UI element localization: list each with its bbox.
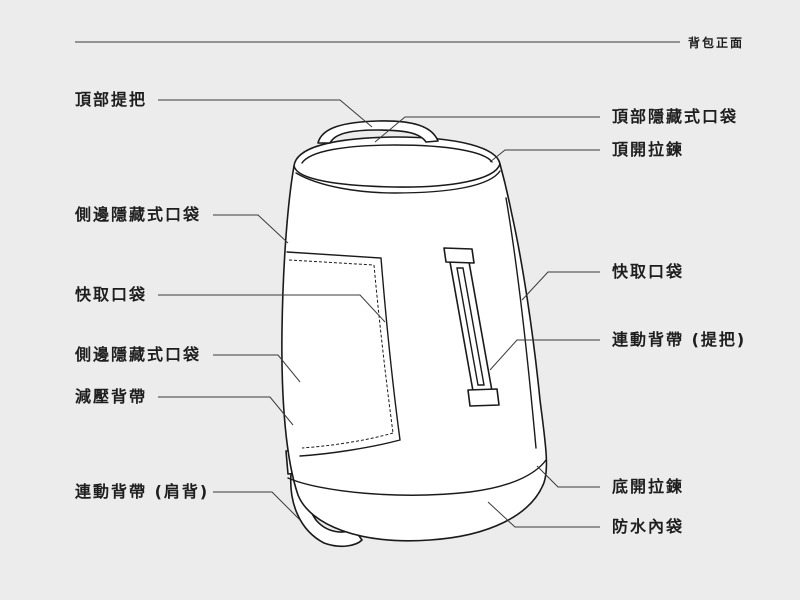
leader-carry-strap	[489, 339, 600, 371]
leader-top-handle	[158, 99, 373, 128]
leader-quick-pocket-left	[158, 294, 386, 323]
label-quick-pocket-left: 快取口袋	[75, 285, 148, 304]
quick-pocket-stitch-bottom	[301, 432, 394, 449]
leader-side-hidden-pocket-1	[213, 214, 289, 244]
leader-shoulder-strap	[213, 491, 301, 521]
label-waterproof-bag: 防水內袋	[612, 517, 685, 536]
label-quick-pocket-right: 快取口袋	[612, 262, 685, 281]
leader-waterproof-bag	[487, 501, 600, 528]
label-shoulder-strap: 連動背帶 (肩背)	[75, 482, 210, 501]
label-side-hidden-pocket-1: 側邊隱藏式口袋	[75, 205, 202, 224]
label-top-zipper: 頂開拉鍊	[612, 140, 685, 159]
label-bottom-zipper: 底開拉鍊	[612, 477, 685, 496]
carry-strap-top-tab	[443, 247, 475, 264]
bottom-zipper	[287, 459, 547, 496]
label-top-handle: 頂部提把	[75, 90, 148, 109]
carry-strap-slot	[456, 267, 485, 386]
backpack-body	[281, 163, 548, 542]
label-padded-strap: 減壓背帶	[75, 387, 148, 406]
top-cap-rim	[301, 144, 493, 164]
leader-bottom-zipper	[536, 465, 600, 488]
top-zipper	[295, 170, 501, 194]
leader-top-zipper	[489, 149, 600, 163]
label-carry-strap: 連動背帶 (提把)	[612, 330, 747, 349]
quick-pocket	[286, 251, 401, 457]
label-side-hidden-pocket-2: 側邊隱藏式口袋	[75, 345, 202, 364]
carry-strap	[443, 247, 500, 407]
leader-top-hidden-pocket	[374, 116, 600, 143]
label-top-hidden-pocket: 頂部隱藏式口袋	[612, 107, 739, 126]
top-handle	[317, 120, 439, 144]
quick-pocket-stitch-side	[373, 264, 394, 434]
quick-pocket-stitch-top	[288, 259, 375, 266]
leader-side-hidden-pocket-2	[213, 354, 301, 383]
diagram-title: 背包正面	[688, 36, 745, 50]
leader-quick-pocket-right	[521, 271, 600, 301]
carry-strap-bottom-tab	[467, 388, 500, 407]
leader-padded-strap	[158, 396, 294, 426]
top-cap	[293, 136, 501, 188]
side-seam	[505, 197, 537, 449]
